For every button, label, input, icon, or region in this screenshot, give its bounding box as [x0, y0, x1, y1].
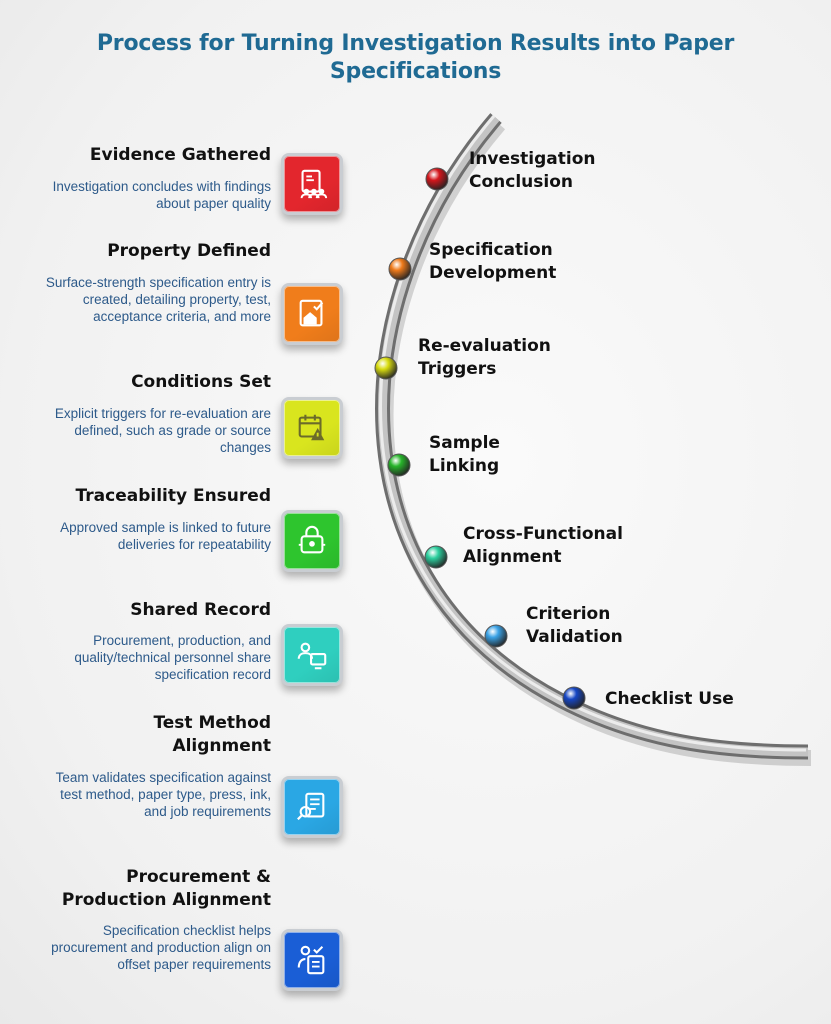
milestone-label-line-1: Specification — [429, 240, 553, 260]
milestone-label-line-2: Alignment — [463, 547, 562, 567]
calendar-warning-icon — [298, 414, 325, 441]
step-description: Explicit triggers for re-evaluation are … — [54, 406, 271, 455]
step-description: Team validates specification against tes… — [55, 770, 271, 819]
milestone-dot — [387, 453, 411, 477]
milestone-dot — [484, 624, 508, 648]
step-description: Approved sample is linked to future deli… — [60, 520, 271, 552]
title-line-2: Specifications — [329, 59, 502, 84]
page-title: Process for Turning Investigation Result… — [0, 30, 831, 86]
step-description: Surface-strength specification entry is … — [45, 275, 271, 324]
milestone-label: Checklist Use — [605, 688, 734, 711]
step-icon-tile — [281, 776, 343, 838]
checklist-person-icon — [297, 945, 325, 975]
milestone-dot — [388, 257, 412, 281]
milestone-label-line-2: Conclusion — [469, 172, 573, 192]
milestone-dot — [424, 545, 448, 569]
milestone-dot — [562, 686, 586, 710]
step-icon-tile — [281, 153, 343, 215]
step-description: Procurement, production, and quality/tec… — [74, 633, 271, 682]
step-title: Procurement & Production Alignment — [61, 867, 271, 910]
step-icon-tile — [281, 510, 343, 572]
step-description: Specification checklist helps procuremen… — [51, 923, 271, 972]
step-icon-tile — [281, 397, 343, 459]
milestone-label-line-2: Linking — [429, 456, 500, 476]
step-title: Conditions Set — [131, 372, 271, 392]
milestone-label-line-1: Sample — [429, 433, 500, 453]
step-title: Traceability Ensured — [75, 486, 271, 506]
step-icon-tile — [281, 283, 343, 345]
milestone-label-line-2: Validation — [526, 627, 623, 647]
title-line-1: Process for Turning Investigation Result… — [96, 31, 735, 56]
step-title: Evidence Gathered — [89, 145, 271, 165]
milestone-label-line-1: Cross-Functional — [463, 524, 623, 544]
milestone-dot — [374, 356, 398, 380]
milestone-label-line-1: Criterion — [526, 604, 611, 624]
milestone-dot — [425, 167, 449, 191]
milestone-label-line-1: Checklist Use — [605, 689, 734, 709]
document-house-icon — [299, 299, 324, 327]
lock-sample-icon — [298, 525, 326, 554]
people-screen-icon — [297, 642, 327, 670]
step-title: Property Defined — [107, 241, 271, 261]
step-title: Test Method Alignment — [153, 713, 271, 756]
milestone-label-line-2: Development — [429, 263, 557, 283]
document-search-icon — [297, 792, 325, 821]
step-icon-tile — [281, 624, 343, 686]
step-icon-tile — [281, 929, 343, 991]
evidence-chart-icon — [300, 169, 328, 199]
step-description: Investigation concludes with findings ab… — [52, 179, 271, 211]
milestone-label-line-2: Triggers — [418, 359, 497, 379]
milestone-label-line-1: Investigation — [469, 149, 596, 169]
milestone-label-line-1: Re-evaluation — [418, 336, 551, 356]
step-title: Shared Record — [130, 600, 271, 620]
